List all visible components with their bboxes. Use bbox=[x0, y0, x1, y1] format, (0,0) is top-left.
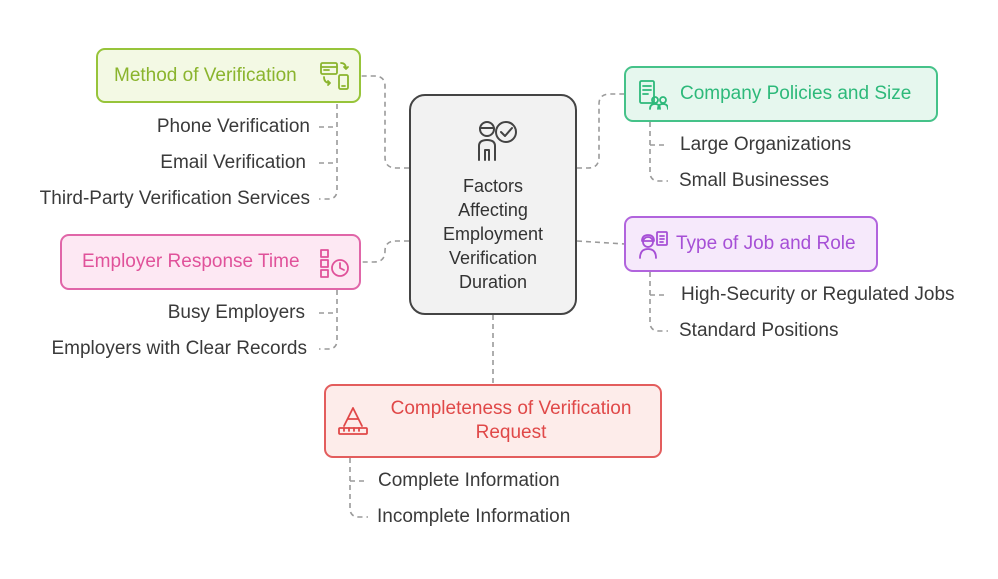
node-completeness-label: Completeness of Verification Request bbox=[390, 398, 632, 443]
connector-company-items bbox=[649, 122, 668, 182]
connector-response bbox=[361, 240, 409, 263]
node-completeness: Completeness of Verification Request bbox=[324, 384, 662, 458]
connector-job bbox=[576, 240, 626, 245]
connector-method-items bbox=[319, 104, 338, 200]
devices-exchange-icon bbox=[320, 62, 349, 90]
connector-completeness-items bbox=[349, 458, 368, 518]
node-method-of-verification: Method of Verification bbox=[96, 48, 361, 103]
connector-job-items bbox=[649, 272, 668, 332]
schedule-clock-icon bbox=[320, 249, 349, 278]
node-type-of-job: Type of Job and Role bbox=[624, 216, 878, 272]
leaf-employers-clear-records: Employers with Clear Records bbox=[51, 338, 307, 359]
document-people-icon bbox=[639, 80, 668, 110]
central-topic-node: Factors Affecting Employment Verificatio… bbox=[409, 94, 577, 315]
leaf-email-verification: Email Verification bbox=[160, 152, 306, 173]
node-company-policies: Company Policies and Size bbox=[624, 66, 938, 122]
connector-company bbox=[577, 93, 625, 169]
node-method-label: Method of Verification bbox=[114, 64, 297, 86]
leaf-complete-information: Complete Information bbox=[378, 470, 560, 491]
central-topic-title: Factors Affecting Employment Verificatio… bbox=[442, 176, 544, 292]
connector-response-items bbox=[319, 290, 338, 350]
leaf-standard-positions: Standard Positions bbox=[679, 320, 839, 341]
node-response-label: Employer Response Time bbox=[82, 251, 300, 272]
worker-clipboard-icon bbox=[639, 231, 668, 259]
leaf-third-party-verification: Third-Party Verification Services bbox=[39, 188, 310, 209]
person-check-icon bbox=[478, 121, 517, 161]
leaf-high-security-jobs: High-Security or Regulated Jobs bbox=[681, 284, 955, 305]
node-job-label: Type of Job and Role bbox=[676, 233, 856, 254]
leaf-large-organizations: Large Organizations bbox=[680, 134, 852, 155]
leaf-busy-employers: Busy Employers bbox=[167, 302, 305, 323]
node-employer-response-time: Employer Response Time bbox=[60, 234, 361, 290]
connector-method bbox=[361, 75, 409, 169]
node-company-label: Company Policies and Size bbox=[680, 83, 912, 104]
leaf-incomplete-information: Incomplete Information bbox=[377, 506, 571, 527]
triangle-ruler-icon bbox=[338, 407, 368, 435]
leaf-small-businesses: Small Businesses bbox=[679, 170, 829, 191]
leaf-phone-verification: Phone Verification bbox=[156, 116, 310, 137]
